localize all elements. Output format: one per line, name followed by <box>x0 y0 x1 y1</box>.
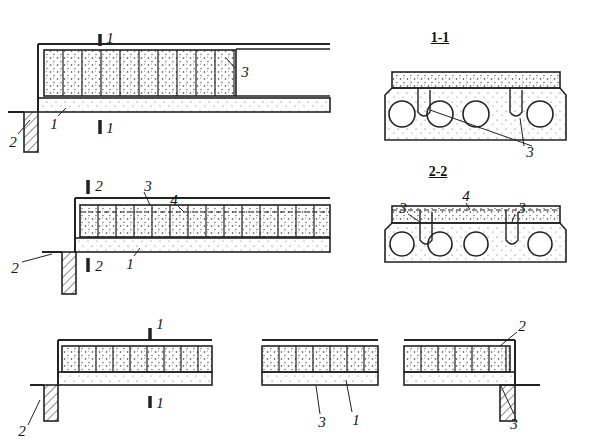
cell-divider <box>62 50 63 96</box>
callout-number: 3 <box>509 416 519 433</box>
callout-number: 1 <box>105 30 115 47</box>
cell-divider <box>241 205 242 237</box>
cells <box>79 346 506 372</box>
cell-divider <box>363 346 364 372</box>
cell-divider <box>163 346 164 372</box>
cell-divider <box>176 50 177 96</box>
cell-divider <box>277 205 278 237</box>
cell-divider <box>214 50 215 96</box>
callout-number: 3 <box>517 200 527 217</box>
callout-number: 2 <box>94 258 104 275</box>
callout-number: 1 <box>105 120 115 137</box>
cell-divider <box>78 346 79 372</box>
section-label: 2-2 <box>428 164 449 180</box>
callout-number: 3 <box>525 144 535 161</box>
callout-number: 4 <box>169 192 179 209</box>
cell-divider <box>329 346 330 372</box>
cell-divider <box>112 346 113 372</box>
cell-divider <box>233 50 234 96</box>
cell-divider <box>115 205 116 237</box>
cell-divider <box>95 346 96 372</box>
hollow-core <box>527 101 553 127</box>
cell-divider <box>97 205 98 237</box>
cell-divider <box>133 205 134 237</box>
callout-number: 2 <box>17 423 27 440</box>
cell-divider <box>180 346 181 372</box>
cell-divider <box>223 205 224 237</box>
callout-number: 3 <box>143 178 153 195</box>
callout-number: 3 <box>317 414 327 431</box>
cell-divider <box>437 346 438 372</box>
cell-divider <box>471 346 472 372</box>
cell-divider <box>138 50 139 96</box>
hollow-core <box>528 232 552 256</box>
callout-number: 3 <box>398 200 408 217</box>
cell-divider <box>295 205 296 237</box>
cell-divider <box>119 50 120 96</box>
callout-number: 1 <box>49 116 59 133</box>
cell-divider <box>197 346 198 372</box>
cell-divider <box>205 205 206 237</box>
callout-number: 1 <box>125 256 135 273</box>
section-label: 1-1 <box>430 30 451 46</box>
hollow-core <box>464 232 488 256</box>
cell-divider <box>312 346 313 372</box>
cell-divider <box>346 346 347 372</box>
cell-divider <box>195 50 196 96</box>
callout-number: 2 <box>94 178 104 195</box>
cell-divider <box>169 205 170 237</box>
callout-number: 1 <box>155 316 165 333</box>
cell-divider <box>157 50 158 96</box>
callout-number: 1 <box>351 412 361 429</box>
cell-divider <box>278 346 279 372</box>
cell-divider <box>81 50 82 96</box>
cell-divider <box>454 346 455 372</box>
hollow-core <box>389 101 415 127</box>
callout-number: 2 <box>517 318 527 335</box>
cell-divider <box>259 205 260 237</box>
callout-number: 4 <box>461 188 471 205</box>
hollow-core <box>390 232 414 256</box>
callout-number: 3 <box>240 64 250 81</box>
callout-number: 2 <box>8 134 18 151</box>
cell-divider <box>313 205 314 237</box>
callout-number: 1 <box>155 395 165 412</box>
cell-divider <box>295 346 296 372</box>
cell-divider <box>488 346 489 372</box>
cell-divider <box>187 205 188 237</box>
callout-number: 2 <box>10 260 20 277</box>
cell-divider <box>100 50 101 96</box>
cell-divider <box>129 346 130 372</box>
cell-divider <box>420 346 421 372</box>
cell-divider <box>146 346 147 372</box>
cell-divider <box>151 205 152 237</box>
cell-divider <box>505 346 506 372</box>
